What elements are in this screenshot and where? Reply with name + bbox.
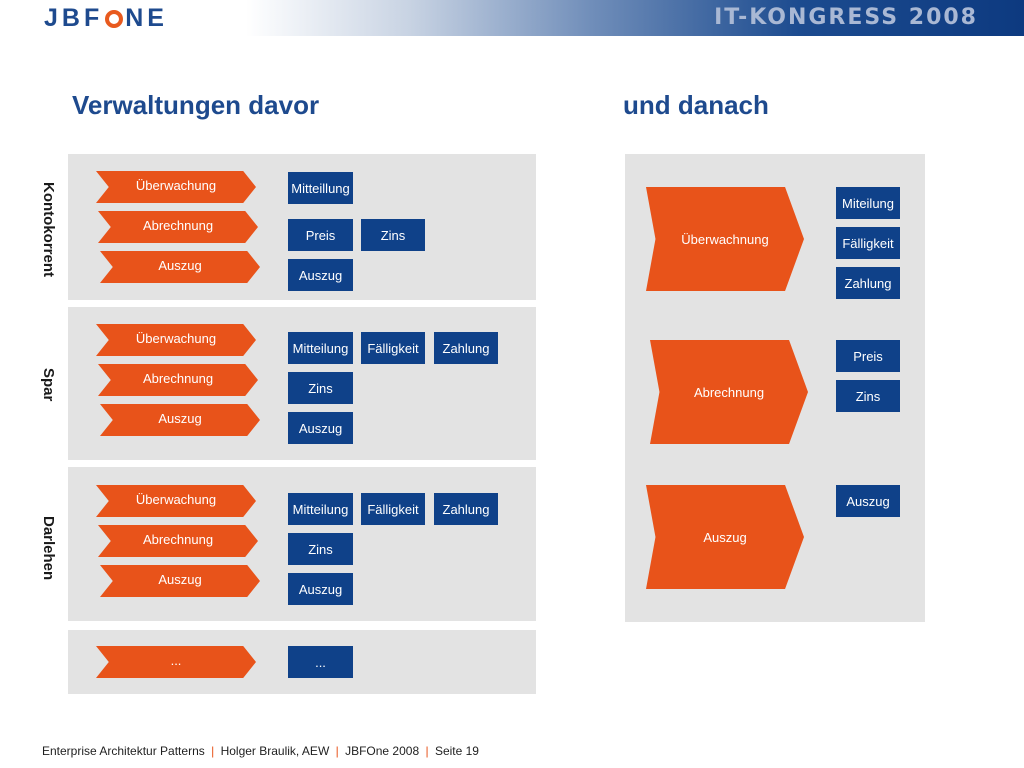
- header-band: [0, 0, 1024, 36]
- logo-ring-icon: [105, 10, 124, 28]
- title-left: Verwaltungen davor: [72, 90, 320, 120]
- section-label-kontokorrent: Kontokorrent: [40, 182, 57, 277]
- box-mitteilung[interactable]: Mitteilung: [288, 493, 353, 525]
- box-zins[interactable]: Zins: [836, 380, 900, 412]
- box-auszug[interactable]: Auszug: [288, 573, 353, 605]
- chevron-ueberwachung[interactable]: Überwachung: [96, 171, 256, 203]
- box-more[interactable]: ...: [288, 646, 353, 678]
- footer-page: Seite 19: [434, 744, 479, 758]
- chevron-ueberwachung[interactable]: Überwachung: [96, 485, 256, 517]
- box-zins[interactable]: Zins: [288, 372, 353, 404]
- box-preis[interactable]: Preis: [836, 340, 900, 372]
- box-miteilung[interactable]: Miteilung: [836, 187, 900, 219]
- section-label-spar: Spar: [40, 368, 57, 402]
- box-preis[interactable]: Preis: [288, 219, 353, 251]
- box-zins[interactable]: Zins: [288, 533, 353, 565]
- chevron-ueberwachung[interactable]: Überwachung: [96, 324, 256, 356]
- chevron-auszug[interactable]: Auszug: [100, 251, 260, 283]
- box-zins[interactable]: Zins: [361, 219, 425, 251]
- footer-separator: |: [425, 744, 429, 758]
- chevron-abrechnung[interactable]: Abrechnung: [98, 364, 258, 396]
- box-faelligkeit[interactable]: Fälligkeit: [361, 332, 425, 364]
- chevron-auszug[interactable]: Auszug: [100, 404, 260, 436]
- box-zahlung[interactable]: Zahlung: [434, 332, 498, 364]
- chevron-abrechnung[interactable]: Abrechnung: [98, 525, 258, 557]
- title-right: und danach: [623, 90, 769, 120]
- box-mitteilung[interactable]: Mitteillung: [288, 172, 353, 204]
- box-mitteilung[interactable]: Mitteilung: [288, 332, 353, 364]
- footer-author: Holger Braulik, AEW: [220, 744, 330, 758]
- chevron-more[interactable]: ...: [96, 646, 256, 678]
- footer: Enterprise Architektur Patterns | Holger…: [42, 744, 479, 758]
- chevron-ueberwachnung[interactable]: Überwachnung: [646, 187, 804, 291]
- congress-title: IT-KONGRESS 2008: [714, 5, 978, 30]
- section-label-darlehen: Darlehen: [40, 516, 57, 581]
- box-faelligkeit[interactable]: Fälligkeit: [836, 227, 900, 259]
- footer-title: Enterprise Architektur Patterns: [42, 744, 205, 758]
- chevron-auszug[interactable]: Auszug: [100, 565, 260, 597]
- box-auszug[interactable]: Auszug: [288, 259, 353, 291]
- chevron-abrechnung[interactable]: Abrechnung: [98, 211, 258, 243]
- box-faelligkeit[interactable]: Fälligkeit: [361, 493, 425, 525]
- footer-separator: |: [335, 744, 339, 758]
- chevron-abrechnung[interactable]: Abrechnung: [650, 340, 808, 444]
- chevron-auszug[interactable]: Auszug: [646, 485, 804, 589]
- box-auszug[interactable]: Auszug: [288, 412, 353, 444]
- footer-event: JBFOne 2008: [345, 744, 420, 758]
- box-zahlung[interactable]: Zahlung: [434, 493, 498, 525]
- box-zahlung[interactable]: Zahlung: [836, 267, 900, 299]
- footer-separator: |: [211, 744, 215, 758]
- box-auszug[interactable]: Auszug: [836, 485, 900, 517]
